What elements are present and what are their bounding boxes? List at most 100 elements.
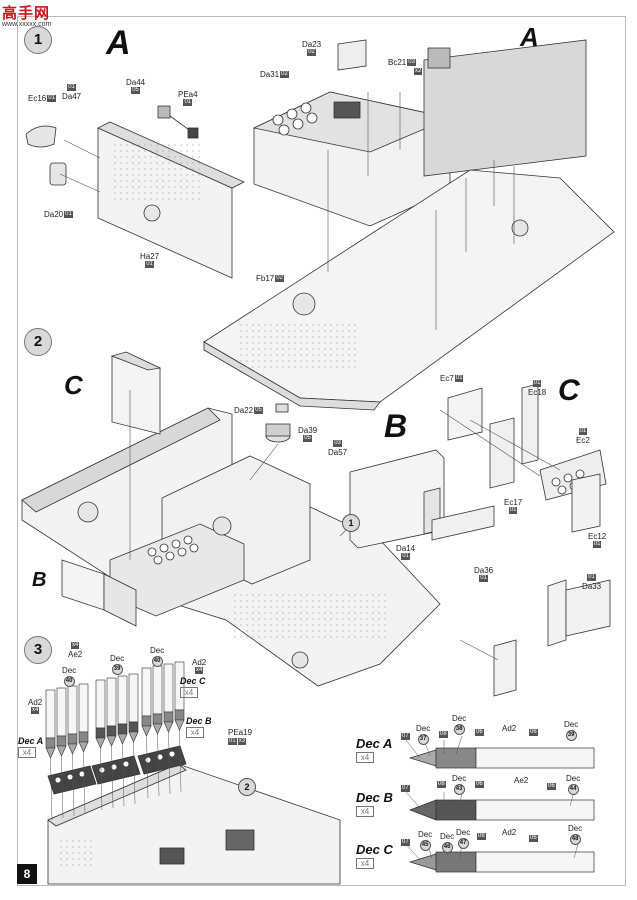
shell (45, 689, 56, 739)
step-3-marker: 3 (24, 636, 52, 664)
step-2-marker: 2 (24, 328, 52, 356)
shell-leader (61, 755, 64, 819)
round-dec-a (408, 747, 595, 769)
shell (106, 677, 117, 727)
shell-band (56, 735, 67, 747)
shell-leader (50, 757, 53, 821)
shell-leader (168, 731, 171, 795)
legend-a-code-06b: 06 (529, 729, 538, 737)
shell (78, 683, 89, 733)
shell-band (117, 723, 128, 735)
shell (141, 667, 152, 717)
page-number: 8 (17, 864, 37, 884)
shell-leader (83, 751, 86, 815)
shell-band (174, 709, 185, 721)
letter-b-left: B (32, 569, 47, 591)
shell-band (152, 713, 163, 725)
round-dec-c (408, 851, 595, 873)
shell (152, 665, 163, 715)
shell (163, 663, 174, 713)
shell-leader (146, 735, 149, 799)
watermark-logo: 高手网 www.xxxxx.com (2, 2, 51, 28)
shell-tip (141, 725, 152, 737)
shell-tip (106, 735, 117, 747)
shell-leader (157, 733, 160, 797)
legend-b-code-07: 07 (401, 785, 410, 793)
shell-leader (111, 745, 114, 809)
shell-tip (67, 743, 78, 755)
shell (56, 687, 67, 737)
substep-1-badge: 1 (342, 514, 360, 532)
substep-2-badge: 2 (238, 778, 256, 796)
shell-band (95, 727, 106, 739)
legend-b-code-06: 06 (475, 781, 484, 789)
shell-band (163, 711, 174, 723)
shell-leader (122, 743, 125, 807)
legend-b-code-06b: 06 (547, 783, 556, 791)
legend-b-code-08: 08 (437, 781, 446, 789)
shell-tip (152, 723, 163, 735)
letter-c-right: C (558, 374, 580, 407)
letter-c-left: C (64, 370, 83, 400)
shell-band (45, 737, 56, 749)
legend-b-part: Ae2 (514, 776, 529, 785)
watermark-title: 高手网 (2, 5, 51, 22)
legend-c-code-08: 08 (477, 833, 486, 841)
shell-band (106, 725, 117, 737)
shell-tip (78, 741, 89, 753)
letter-a-right: A (520, 22, 539, 52)
shell-band (78, 731, 89, 743)
legend-c-code-06: 06 (529, 835, 538, 843)
legend-c-code-07: 07 (401, 839, 410, 847)
shell (95, 679, 106, 729)
shell (117, 675, 128, 725)
page-frame (17, 16, 626, 886)
shell-band (67, 733, 78, 745)
shell-leader (72, 753, 75, 817)
round-dec-b (409, 799, 595, 821)
shell-tip (128, 731, 139, 743)
shell (67, 685, 78, 735)
letter-a-left: A (106, 24, 131, 62)
shell-leader (179, 729, 182, 793)
shell-tip (174, 719, 185, 731)
shell-tip (117, 733, 128, 745)
legend-a-part: Ad2 (502, 724, 517, 733)
step-1-marker: 1 (24, 26, 52, 54)
shell-leader (100, 747, 103, 811)
shell-band (128, 721, 139, 733)
